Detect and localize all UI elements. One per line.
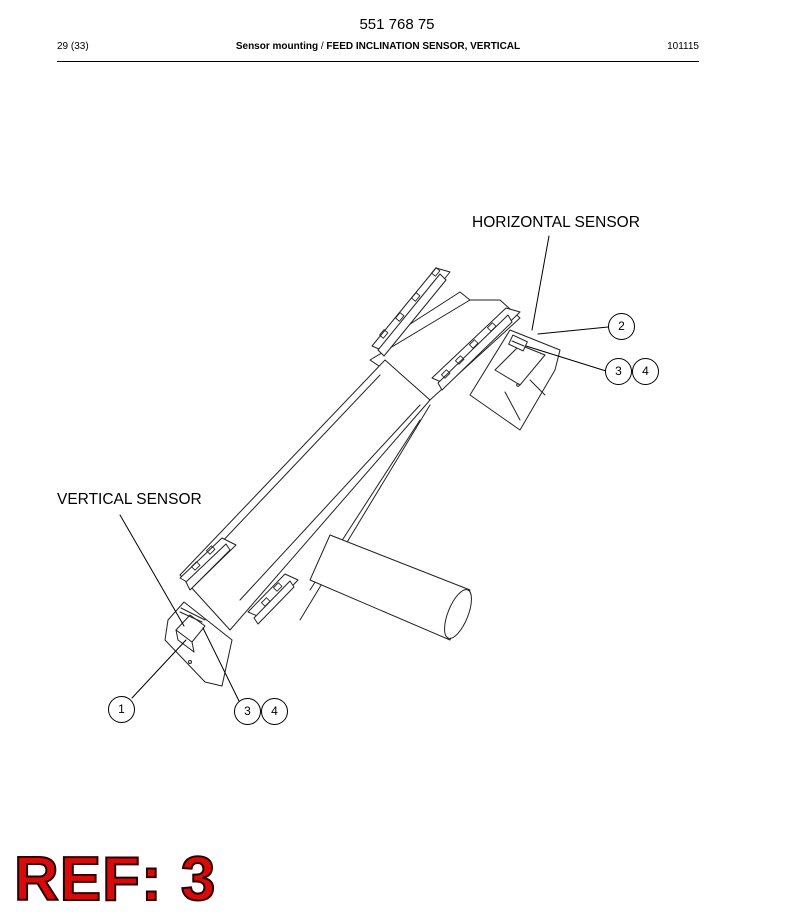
page-header: 29 (33) Sensor mounting / FEED INCLINATI… bbox=[57, 41, 699, 55]
item-balloon-4-top: 4 bbox=[632, 358, 659, 385]
item-balloon-3-top: 3 bbox=[605, 358, 632, 385]
feed-cylinder bbox=[309, 534, 472, 641]
item-balloon-2: 2 bbox=[608, 313, 635, 340]
horizontal-sensor-bracket bbox=[469, 329, 561, 431]
item-balloon-3-bottom: 3 bbox=[234, 698, 261, 725]
document-number: 551 768 75 bbox=[359, 16, 435, 33]
top-carriage bbox=[371, 267, 521, 391]
header-rule bbox=[57, 61, 699, 62]
vertical-sensor-label: VERTICAL SENSOR bbox=[57, 491, 202, 508]
page-count: 29 (33) bbox=[57, 41, 89, 52]
bottom-carriage bbox=[179, 537, 299, 625]
item-balloon-4-bottom: 4 bbox=[261, 698, 288, 725]
ref-mark: REF: 3 bbox=[13, 845, 217, 914]
item-balloon-1: 1 bbox=[108, 696, 135, 723]
header-title-section: Sensor mounting bbox=[235, 41, 319, 52]
header-title: Sensor mounting / FEED INCLINATION SENSO… bbox=[57, 41, 699, 52]
horizontal-sensor-label: HORIZONTAL SENSOR bbox=[472, 214, 640, 231]
header-title-topic: FEED INCLINATION SENSOR, VERTICAL bbox=[326, 41, 521, 52]
header-title-separator: / bbox=[318, 41, 327, 52]
feed-beam bbox=[179, 291, 521, 631]
leader-lines bbox=[119, 235, 609, 704]
date-code: 101115 bbox=[667, 41, 699, 52]
